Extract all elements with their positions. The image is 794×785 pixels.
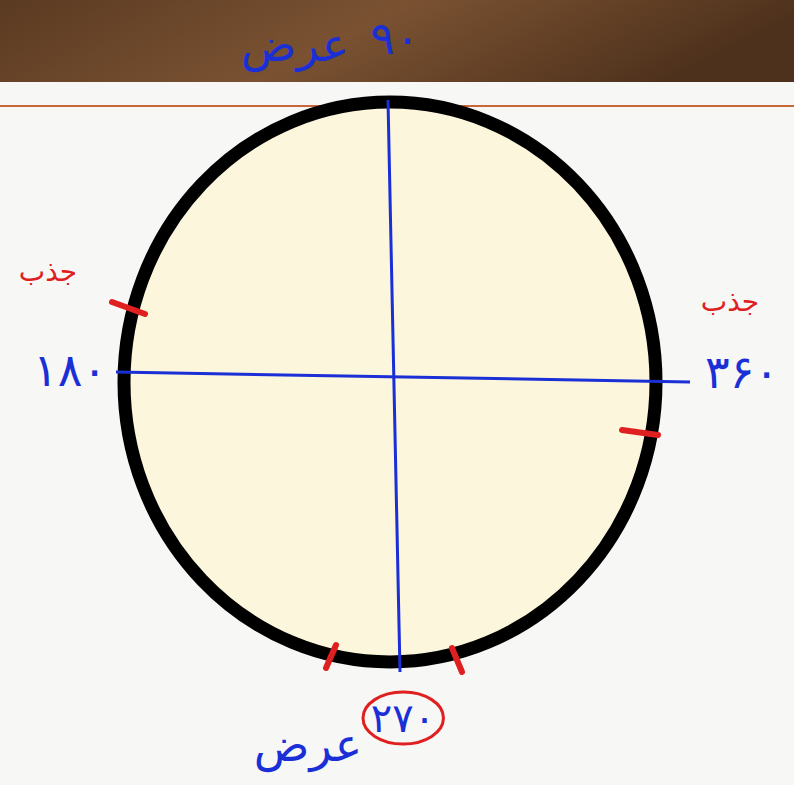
angle-number: ۲۷۰ — [371, 696, 435, 740]
angle-number: ۳۶۰ — [705, 347, 779, 398]
axis-word: عرض — [254, 720, 362, 771]
axis-word: عرض — [241, 20, 349, 71]
tick-marks — [112, 302, 658, 672]
side-note: جذب — [701, 287, 759, 318]
wood-strip — [0, 0, 794, 82]
circled-number: ۲۷۰ — [361, 690, 445, 746]
angle-number: ۹۰ — [370, 13, 419, 64]
side-note: جذب — [19, 257, 77, 288]
paper — [0, 82, 794, 785]
angle-number: ۱۸۰ — [33, 345, 107, 396]
vertical-axis — [388, 100, 400, 672]
horizontal-axis — [116, 372, 690, 382]
